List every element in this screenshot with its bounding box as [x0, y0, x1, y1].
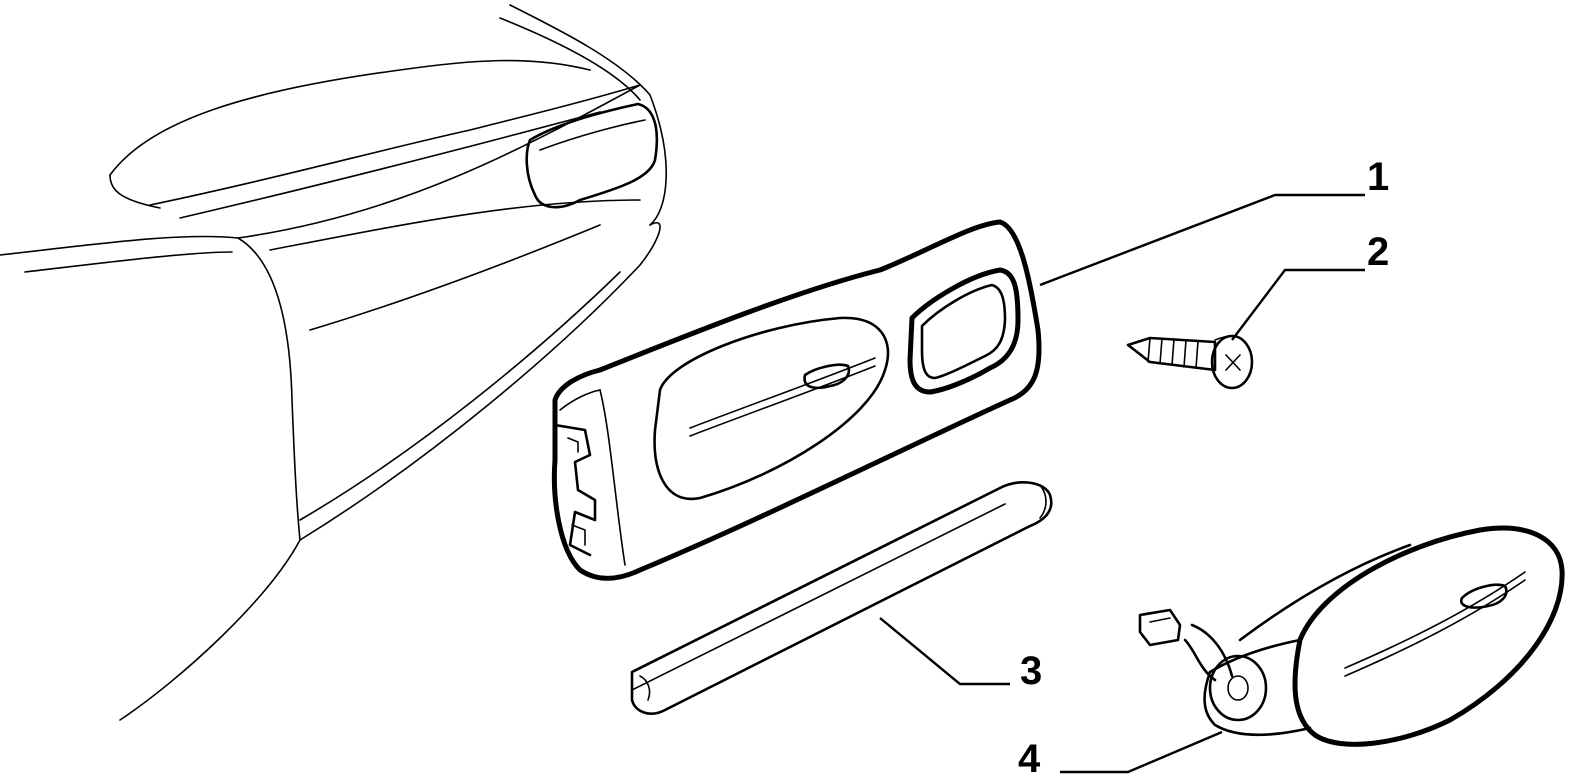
callout-3: 3	[1020, 649, 1042, 693]
part-2-screw	[1126, 334, 1254, 390]
callout-4: 4	[1018, 737, 1041, 780]
callout-1: 1	[1367, 155, 1389, 199]
callout-2: 2	[1367, 230, 1389, 274]
part-3-seal-strip	[630, 481, 1053, 715]
part-4-side-lamp	[1138, 525, 1565, 747]
leader-lines	[879, 193, 1365, 774]
car-body-outline	[0, 4, 667, 721]
part-1-lamp-housing	[551, 219, 1042, 581]
